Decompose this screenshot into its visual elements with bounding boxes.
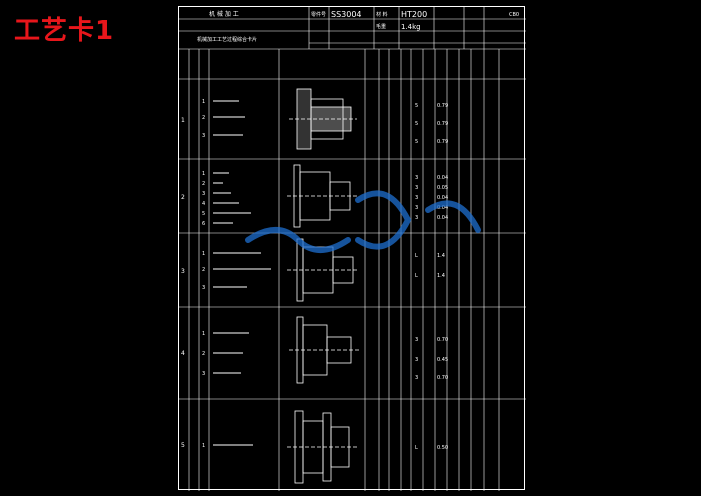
step-3-sub-3: 3 bbox=[202, 285, 205, 291]
header-left-sub: 机械加工工艺过程综合卡片 bbox=[197, 36, 257, 43]
step-3-number: 3 bbox=[181, 268, 185, 275]
step-4-sub-3: 3 bbox=[202, 371, 205, 377]
step-4-val-1: 0.70 bbox=[437, 337, 448, 343]
step-4-speed-3: 3 bbox=[415, 375, 418, 381]
page-title: 工艺卡1 bbox=[14, 16, 115, 46]
material-label: 材 料 bbox=[376, 11, 388, 18]
step-2-speed-1: 3 bbox=[415, 175, 418, 181]
step-1-speed-2: 5 bbox=[415, 121, 418, 127]
step-1-val-1: 0.79 bbox=[437, 103, 448, 109]
step-5-speed-1: L bbox=[415, 445, 418, 451]
step-1-speed-1: 5 bbox=[415, 103, 418, 109]
step-1-speed-3: 5 bbox=[415, 139, 418, 145]
step-2-val-1: 0.04 bbox=[437, 175, 448, 181]
step-5-number: 5 bbox=[181, 442, 185, 449]
step-3-val-2: 1.4 bbox=[437, 273, 445, 279]
step-4-speed-1: 3 bbox=[415, 337, 418, 343]
step-4-number: 4 bbox=[181, 350, 185, 357]
step-3-sub-2: 2 bbox=[202, 267, 205, 273]
step-2-speed-2: 3 bbox=[415, 185, 418, 191]
step-4-val-3: 0.70 bbox=[437, 375, 448, 381]
step-4-sub-2: 2 bbox=[202, 351, 205, 357]
code-value: CB0 bbox=[509, 12, 519, 18]
step-1-sub-3: 3 bbox=[202, 133, 205, 139]
step-2-sub-1: 1 bbox=[202, 171, 205, 177]
step-2-sub-5: 5 bbox=[202, 211, 205, 217]
step-5-sub-1: 1 bbox=[202, 443, 205, 449]
step-2-speed-4: 3 bbox=[415, 205, 418, 211]
step-1-val-3: 0.79 bbox=[437, 139, 448, 145]
step-4-sub-1: 1 bbox=[202, 331, 205, 337]
step-2-number: 2 bbox=[181, 194, 185, 201]
watermark-logo bbox=[245, 190, 481, 253]
weight-label: 毛重 bbox=[376, 23, 386, 30]
step-1-number: 1 bbox=[181, 117, 185, 124]
step-2-val-3: 0.04 bbox=[437, 195, 448, 201]
process-description-lines bbox=[213, 100, 271, 446]
part-no-value: SS3004 bbox=[331, 10, 362, 19]
step-2-val-2: 0.05 bbox=[437, 185, 448, 191]
material-value: HT200 bbox=[401, 10, 427, 19]
step-2-speed-5: 3 bbox=[415, 215, 418, 221]
step-1-val-2: 0.79 bbox=[437, 121, 448, 127]
step-2-sub-4: 4 bbox=[202, 201, 205, 207]
process-card-sheet: 机 械 加 工 机械加工工艺过程综合卡片 零件号 SS3004 材 料 HT20… bbox=[178, 6, 526, 491]
step-3-speed-1: L bbox=[415, 253, 418, 259]
step-3-sub-1: 1 bbox=[202, 251, 205, 257]
step-3-speed-2: L bbox=[415, 273, 418, 279]
header-left-top: 机 械 加 工 bbox=[209, 10, 239, 18]
step-2-speed-3: 3 bbox=[415, 195, 418, 201]
step-1-sub-2: 2 bbox=[202, 115, 205, 121]
weight-value: 1.4kg bbox=[401, 23, 421, 31]
step-4-val-2: 0.45 bbox=[437, 357, 448, 363]
step-2-val-4: 0.04 bbox=[437, 205, 448, 211]
part-no-label: 零件号 bbox=[311, 11, 326, 18]
step-1-sub-1: 1 bbox=[202, 99, 205, 105]
step-3-val-1: 1.4 bbox=[437, 253, 445, 259]
process-card-drawing: 机 械 加 工 机械加工工艺过程综合卡片 零件号 SS3004 材 料 HT20… bbox=[179, 7, 526, 491]
step-5-val-1: 0.50 bbox=[437, 445, 448, 451]
step-2-sub-3: 3 bbox=[202, 191, 205, 197]
step-2-val-5: 0.04 bbox=[437, 215, 448, 221]
step-2-sub-2: 2 bbox=[202, 181, 205, 187]
step-2-sub-6: 6 bbox=[202, 221, 205, 227]
step-4-speed-2: 3 bbox=[415, 357, 418, 363]
